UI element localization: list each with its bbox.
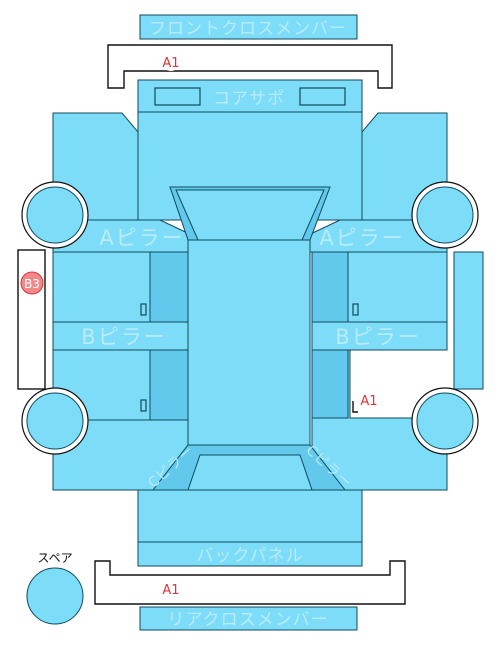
left-rear-notch xyxy=(140,399,147,412)
right-b-pillar-label: Bピラー xyxy=(335,325,420,349)
right-a-pillar-label: Aピラー xyxy=(319,226,404,250)
front-left-wheel[interactable] xyxy=(26,186,84,244)
left-front-notch xyxy=(140,303,147,316)
right-sill-mark-bracket xyxy=(352,401,358,413)
rear-cross-member-outline[interactable] xyxy=(94,560,406,605)
rear-cross-member-mark: A1 xyxy=(162,583,179,598)
left-b-pillar-label: Bピラー xyxy=(81,325,166,349)
rear-left-wheel[interactable] xyxy=(26,392,84,450)
roof-panel[interactable] xyxy=(187,239,311,456)
back-panel-bar[interactable] xyxy=(137,541,363,567)
left-side-mark: B3 xyxy=(24,277,40,291)
core-support-right-slot xyxy=(299,87,346,106)
rear-cross-member-label: リアクロスメンバー xyxy=(167,610,328,630)
front-mark-bg xyxy=(162,53,180,71)
rear-cross-member-bar[interactable] xyxy=(139,606,358,631)
right-side-sill[interactable] xyxy=(453,251,484,390)
left-a-pillar-label: Aピラー xyxy=(99,226,184,250)
front-cross-member-label: フロントクロスメンバー xyxy=(149,19,347,39)
right-b-pillar[interactable] xyxy=(311,321,448,351)
rear-deck-panel[interactable] xyxy=(187,454,313,491)
front-cross-member-bar[interactable] xyxy=(139,14,358,40)
left-side-mark-badge[interactable] xyxy=(20,271,44,295)
core-support-left-slot xyxy=(154,87,201,106)
right-front-door-post[interactable] xyxy=(311,251,349,323)
rear-right-wheel[interactable] xyxy=(416,392,474,450)
trunk-floor[interactable] xyxy=(137,489,363,543)
left-rear-door-post[interactable] xyxy=(149,349,189,421)
spare-tire[interactable] xyxy=(26,567,84,625)
left-front-door-post[interactable] xyxy=(149,251,189,323)
front-cross-member-outline[interactable] xyxy=(107,44,393,89)
front-cross-member-mark: A1 xyxy=(162,56,179,71)
right-front-notch xyxy=(352,303,359,316)
rear-mark-bg xyxy=(162,580,180,598)
right-rear-door-post[interactable] xyxy=(311,349,349,419)
back-panel-label: バックパネル xyxy=(196,546,303,566)
core-support-label: コアサポ xyxy=(213,89,285,109)
left-side-sill-outline[interactable] xyxy=(17,249,46,390)
right-sill-mark: A1 xyxy=(360,394,377,409)
front-right-wheel[interactable] xyxy=(416,186,474,244)
left-b-pillar[interactable] xyxy=(52,321,189,351)
spare-label: スペア xyxy=(37,551,72,565)
windshield-panel[interactable] xyxy=(175,189,325,241)
